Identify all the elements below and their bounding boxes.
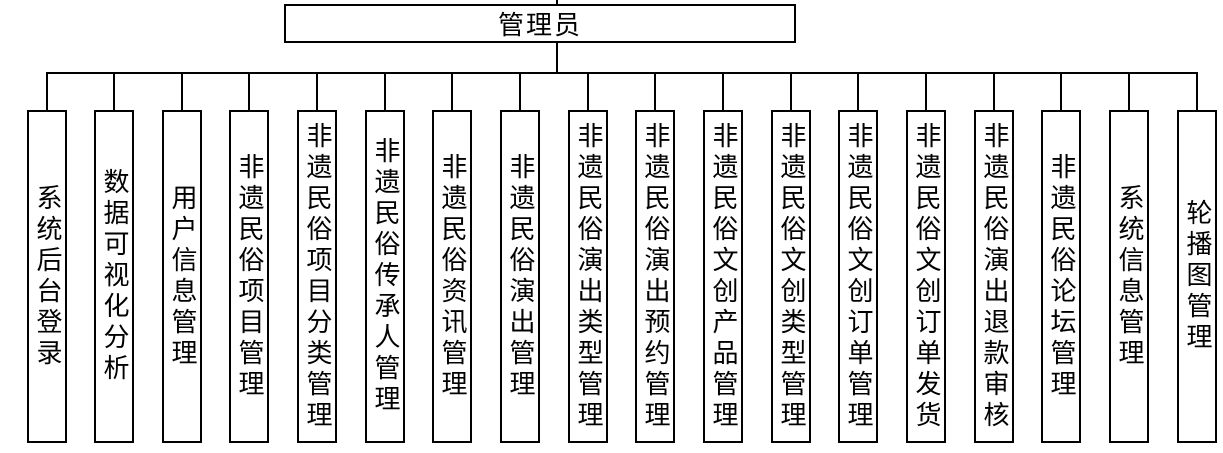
tree-node-label: 轮播图管理 [1183,199,1212,354]
tree-node-label: 非遗民俗项目管理 [235,152,264,401]
tree-node-box: 非遗民俗文创产品管理 [703,110,743,443]
tree-node-8: 非遗民俗演出类型管理 [568,73,608,443]
tree-node-16: 系统信息管理 [1109,73,1149,443]
tree-node-box: 非遗民俗项目分类管理 [297,110,337,443]
tree-node-box: 用户信息管理 [162,110,202,443]
tree-node-1: 数据可视化分析 [94,73,134,443]
tree-node-6: 非遗民俗资讯管理 [432,73,472,443]
tree-node-box: 非遗民俗演出预约管理 [635,110,675,443]
tree-node-label: 非遗民俗演出类型管理 [574,121,603,432]
tree-node-11: 非遗民俗文创类型管理 [771,73,811,443]
connector-stub [1128,73,1130,110]
tree-node-box: 非遗民俗论坛管理 [1041,110,1081,443]
tree-node-label: 用户信息管理 [168,183,197,370]
tree-node-7: 非遗民俗演出管理 [500,73,540,443]
connector-stub [925,73,927,110]
tree-node-box: 非遗民俗演出退款审核 [974,110,1014,443]
tree-node-box: 非遗民俗文创订单管理 [838,110,878,443]
tree-node-box: 系统信息管理 [1109,110,1149,443]
tree-node-box: 数据可视化分析 [94,110,134,443]
connector-stub [857,73,859,110]
connector-stub [248,73,250,110]
connector-stub [722,73,724,110]
tree-node-box: 非遗民俗项目管理 [229,110,269,443]
tree-node-label: 非遗民俗项目分类管理 [303,121,332,432]
tree-node-box: 非遗民俗演出管理 [500,110,540,443]
tree-node-box: 非遗民俗文创类型管理 [771,110,811,443]
connector-top-tick [556,0,558,4]
tree-node-4: 非遗民俗项目分类管理 [297,73,337,443]
tree-node-label: 非遗民俗传承人管理 [371,137,400,416]
tree-node-5: 非遗民俗传承人管理 [365,73,405,443]
tree-node-label: 系统后台登录 [33,183,62,370]
tree-node-label: 非遗民俗论坛管理 [1047,152,1076,401]
tree-node-12: 非遗民俗文创订单管理 [838,73,878,443]
tree-node-box: 轮播图管理 [1177,110,1217,443]
connector-trunk [556,41,558,72]
tree-node-0: 系统后台登录 [27,73,67,443]
connector-stub [654,73,656,110]
tree-node-label: 非遗民俗文创订单发货 [912,121,941,432]
tree-node-14: 非遗民俗演出退款审核 [974,73,1014,443]
connector-stub [113,73,115,110]
tree-node-label: 非遗民俗演出管理 [506,152,535,401]
tree-node-label: 系统信息管理 [1115,183,1144,370]
tree-node-box: 非遗民俗文创订单发货 [906,110,946,443]
tree-node-15: 非遗民俗论坛管理 [1041,73,1081,443]
tree-node-label: 数据可视化分析 [100,168,129,385]
connector-stub [993,73,995,110]
tree-node-13: 非遗民俗文创订单发货 [906,73,946,443]
connector-stub [1060,73,1062,110]
tree-node-2: 用户信息管理 [162,73,202,443]
tree-node-label: 非遗民俗演出预约管理 [641,121,670,432]
root-node-label: 管理员 [497,11,582,40]
tree-node-label: 非遗民俗文创类型管理 [777,121,806,432]
tree-node-label: 非遗民俗文创订单管理 [844,121,873,432]
connector-stub [1196,73,1198,110]
tree-node-box: 非遗民俗资讯管理 [432,110,472,443]
tree-node-9: 非遗民俗演出预约管理 [635,73,675,443]
connector-stub [181,73,183,110]
connector-stub [451,73,453,110]
connector-stub [316,73,318,110]
tree-node-3: 非遗民俗项目管理 [229,73,269,443]
connector-stub [384,73,386,110]
connector-stub [519,73,521,110]
tree-node-17: 轮播图管理 [1177,73,1217,443]
connector-stub [790,73,792,110]
tree-node-label: 非遗民俗资讯管理 [438,152,467,401]
tree-node-box: 非遗民俗传承人管理 [365,110,405,443]
connector-stub [46,73,48,110]
tree-node-label: 非遗民俗文创产品管理 [709,121,738,432]
root-node-admin: 管理员 [284,4,796,43]
connector-stub [587,73,589,110]
tree-node-label: 非遗民俗演出退款审核 [980,121,1009,432]
tree-node-box: 非遗民俗演出类型管理 [568,110,608,443]
tree-node-box: 系统后台登录 [27,110,67,443]
connector-bus [46,72,1198,74]
tree-node-10: 非遗民俗文创产品管理 [703,73,743,443]
